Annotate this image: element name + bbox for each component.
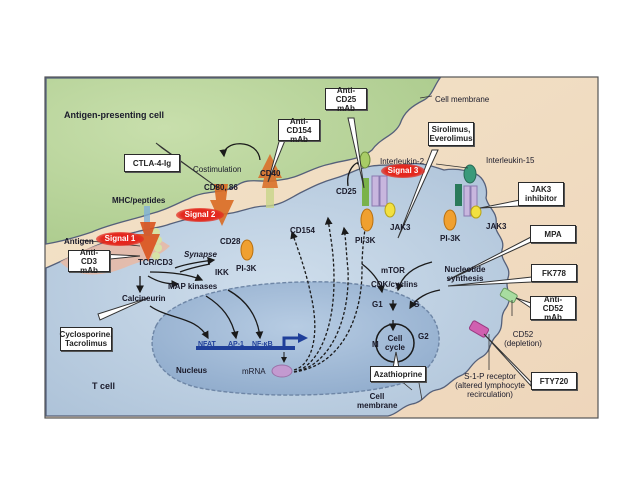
cdk-label: CDK/cyclins (371, 280, 418, 289)
cd40-label: CD40 (260, 169, 281, 178)
nucleotide-label: Nucleotide synthesis (444, 265, 486, 283)
il15-label: Interleukin-15 (486, 156, 535, 165)
ikk-label: IKK (215, 268, 229, 277)
apc-label: Antigen-presenting cell (64, 110, 164, 120)
costimulation-label: Costimulation (193, 165, 242, 174)
fty720-box: FTY720 (531, 372, 577, 390)
il2-label: Interleukin-2 (380, 157, 425, 166)
s-label: S (414, 300, 420, 309)
dashed-arrows (290, 216, 369, 373)
cyclosporine-box: Cyclosporine, Tacrolimus (60, 327, 112, 351)
calcineurin-label: Calcineurin (122, 294, 166, 303)
anti-cd52-box: Anti-CD52 mAb (530, 295, 576, 322)
cell-cycle-label: Cell cycle (384, 334, 406, 352)
mtor-label: mTOR (381, 266, 405, 275)
pi3k-il15-label: PI-3K (440, 234, 461, 243)
mrna-label: mRNA (242, 367, 266, 376)
nfat-label: NFAT (198, 341, 216, 348)
apc-region (45, 77, 442, 245)
signal-1: Signal 1 (96, 232, 144, 246)
cd154-cd40-arrow (258, 154, 282, 188)
s1p-marker (468, 320, 490, 338)
cell-membrane-top-label: Cell membrane (435, 95, 490, 104)
pi3k-cd28 (240, 239, 254, 261)
mpa-box: MPA (530, 225, 576, 243)
cd154-label: CD154 (290, 226, 315, 235)
anti-cd154-box: Anti-CD154 mAb (278, 117, 320, 144)
ctla4-box: CTLA-4-Ig (124, 154, 180, 172)
mhc-label: MHC/peptides (112, 196, 166, 205)
anti-cd25-box: Anti-CD25 mAb (325, 86, 367, 113)
transcription-arrowhead (298, 333, 308, 343)
mrna-blob (271, 364, 293, 378)
cell-membrane-bottom-label: Cell membrane (357, 392, 398, 410)
pi3k-cd28-label: PI-3K (236, 264, 257, 273)
sirolimus-box: Sirolimus, Everolimus (428, 122, 474, 146)
ap1-label: AP-1 (228, 341, 244, 348)
s1p-label: S-1-P receptor (altered lymphocyte recir… (455, 372, 525, 399)
mhc-tcr-complex (136, 206, 162, 262)
pi3k-il2-label: PI-3K (355, 236, 376, 245)
apc-label-text: Antigen-presenting cell (64, 110, 165, 120)
jak3-il2-label: JAK3 (390, 223, 411, 232)
azathioprine-box: Azathioprine (370, 366, 426, 382)
il2-receptor (359, 151, 396, 232)
antigen-label: Antigen (64, 237, 94, 246)
cd28-label: CD28 (220, 237, 241, 246)
synapse-label: Synapse (184, 250, 217, 259)
anti-cd3-box: Anti-CD3 mAb (68, 248, 110, 275)
fk778-box: FK778 (531, 264, 577, 282)
cd80-label: CD80, 86 (204, 183, 238, 192)
nfkb-label: NF-κB (252, 341, 273, 348)
transcription-start (282, 336, 300, 347)
jak3-il15-label: JAK3 (486, 222, 507, 231)
cd80-cd28-arrow (210, 184, 234, 226)
cd52-marker (499, 287, 518, 304)
tcr-label: TCR/CD3 (138, 258, 173, 267)
cd25-label: CD25 (336, 187, 357, 196)
signal-3: Signal 3 (381, 164, 425, 178)
map-kinases-label: MAP kinases (168, 282, 218, 291)
il15-receptor (443, 164, 482, 231)
tcell-label: T cell (92, 381, 116, 391)
m-label: M (372, 340, 379, 349)
jak3-inhibitor-box: JAK3 inhibitor (518, 182, 564, 206)
cd52-label: CD52 (depletion) (504, 330, 542, 348)
g1-label: G1 (372, 300, 383, 309)
g2-label: G2 (418, 332, 429, 341)
nucleus-label: Nucleus (176, 366, 208, 375)
signal-2: Signal 2 (176, 208, 224, 222)
